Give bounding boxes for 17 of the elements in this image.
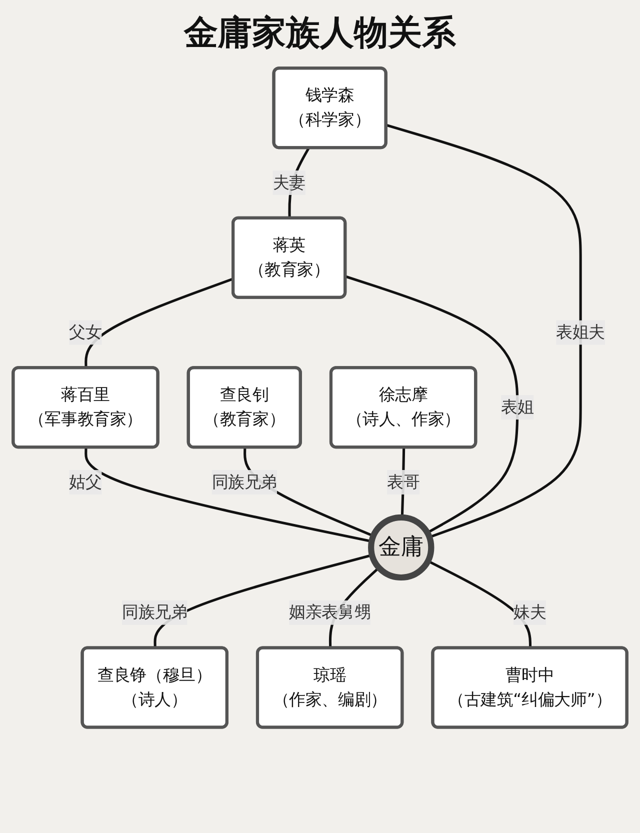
- edge-label: 夫妻: [272, 172, 306, 192]
- edge-label: 妹夫: [513, 602, 546, 622]
- diagram-title: 金庸家族人物关系: [182, 12, 457, 55]
- connector: [386, 124, 582, 538]
- connector: [84, 448, 372, 543]
- connector: [84, 278, 234, 368]
- edge-label: 父女: [69, 322, 102, 342]
- edge-label: 姻亲表舅甥: [289, 602, 371, 622]
- edge-label: 同族兄弟: [122, 602, 188, 622]
- edge-label: 姑父: [69, 472, 102, 492]
- edge-label: 表姐: [501, 397, 534, 417]
- connector: [345, 275, 519, 534]
- node-circle: 金庸: [368, 514, 434, 581]
- edge-label: 同族兄弟: [212, 472, 277, 492]
- connector: [154, 554, 372, 648]
- edge-label: 表姐夫: [556, 322, 606, 342]
- edge-label: 表哥: [387, 472, 420, 492]
